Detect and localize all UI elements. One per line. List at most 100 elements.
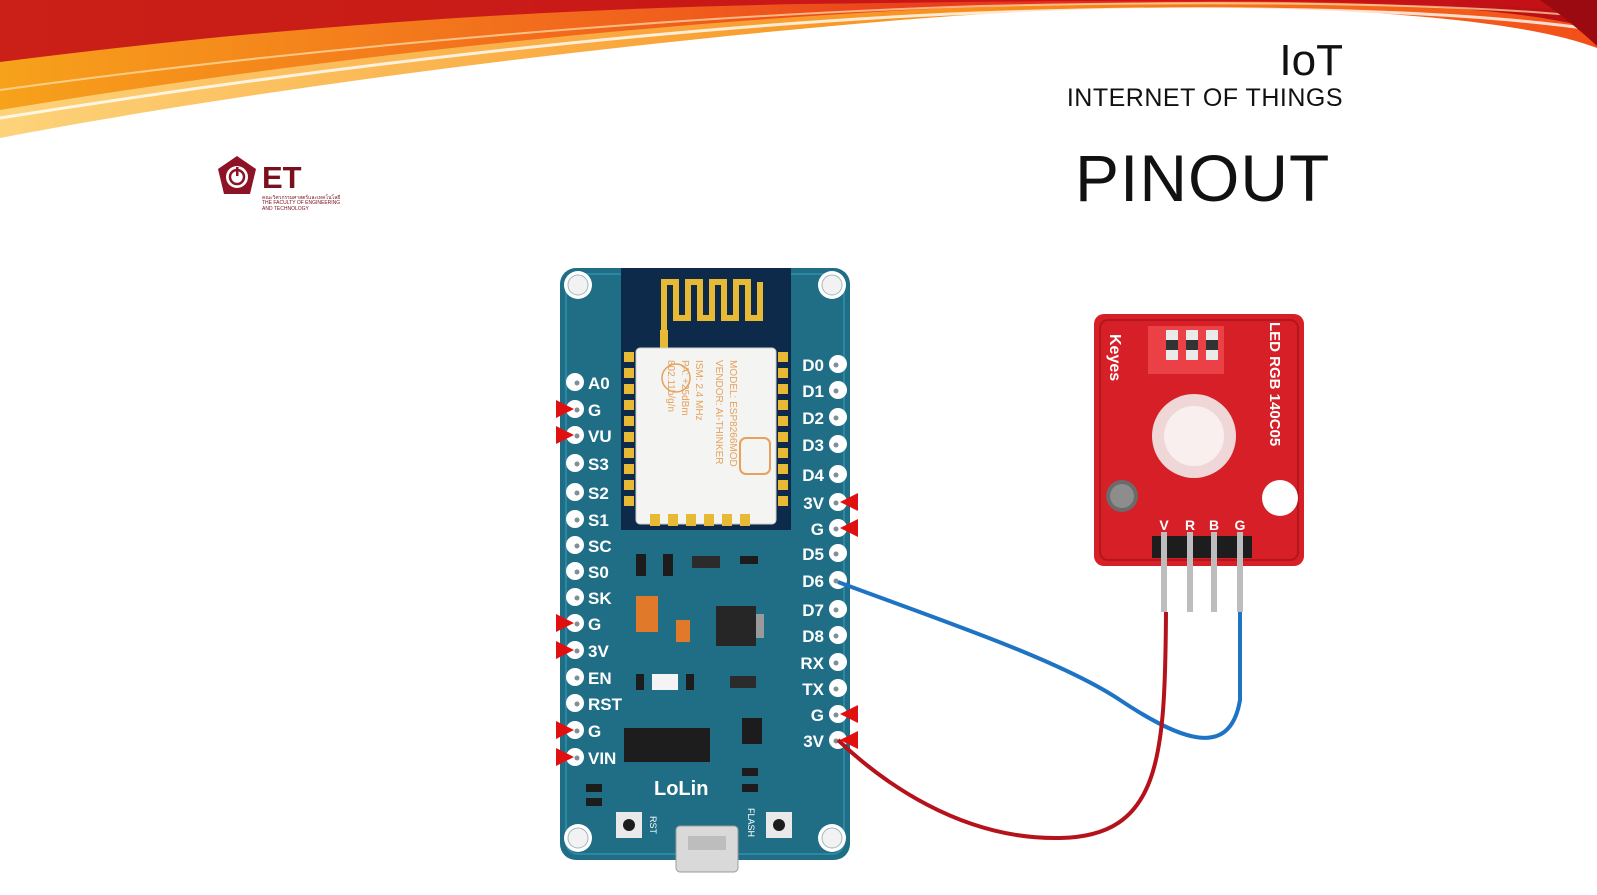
pin-hole	[833, 500, 839, 506]
pin-hole	[833, 633, 839, 639]
header-title: IoT	[1279, 36, 1343, 85]
nodemcu-board: MODEL: ESP8266MOD VENDOR: AI-THINKER ISM…	[556, 268, 858, 873]
right-pin: D1	[802, 381, 847, 401]
left-pin: S1	[566, 510, 609, 530]
pin-hole	[574, 675, 580, 681]
pin-marker-arrow	[556, 641, 574, 659]
pin-hole	[574, 648, 580, 654]
module-hole	[1262, 480, 1298, 516]
right-pin-label: 3V	[803, 732, 824, 751]
pin-hole	[574, 755, 580, 761]
pin-hole	[833, 660, 839, 666]
module-text-line: ISM: 2.4 MHz	[693, 360, 704, 421]
left-pin: RST	[566, 694, 623, 714]
pin-hole	[833, 712, 839, 718]
pin-hole	[574, 569, 580, 575]
logo-thai-line: คณะวิศวกรรมศาสตร์และเทคโนโลยี	[262, 195, 341, 201]
faculty-logo: ET คณะวิศวกรรมศาสตร์และเทคโนโลยี THE FAC…	[215, 152, 350, 218]
left-pin-label: S3	[588, 455, 609, 474]
led-pin-label: G	[1235, 517, 1246, 533]
logo-mark: ET	[262, 160, 302, 195]
led-pin-label: B	[1209, 517, 1219, 533]
left-pin-label: A0	[588, 374, 610, 393]
led-pin-label: V	[1159, 517, 1169, 533]
right-pin-label: D4	[802, 466, 824, 485]
pin-marker-arrow	[840, 705, 858, 723]
led-header-pin: V	[1159, 517, 1169, 612]
wire-3v-to-v	[836, 611, 1168, 841]
right-pin: D4	[802, 465, 847, 485]
left-pin: G	[556, 400, 601, 420]
right-pin: 3V	[803, 493, 858, 513]
left-pin-label: 3V	[588, 642, 609, 661]
faculty-emblem-icon	[218, 156, 256, 194]
board-brand-label: LoLin	[654, 778, 708, 800]
header-title-block: IoT INTERNET OF THINGS	[1067, 36, 1343, 113]
pin-hole	[833, 472, 839, 478]
left-pin: G	[556, 614, 601, 634]
left-pin: S3	[566, 454, 609, 474]
right-pin: D6	[802, 571, 847, 591]
board-components	[586, 554, 764, 806]
flash-label: FLASH	[746, 808, 756, 837]
pin-hole	[833, 738, 839, 744]
left-pin-label: SC	[588, 537, 612, 556]
module-shield	[635, 347, 777, 525]
right-pin: TX	[802, 679, 847, 699]
pin-hole	[574, 621, 580, 627]
module-text-line: PA: +25dBm	[679, 360, 690, 416]
right-pin-label: D3	[802, 436, 824, 455]
left-pin-label: SK	[588, 589, 612, 608]
right-pin: D0	[802, 355, 847, 375]
led-header-pin: G	[1235, 517, 1246, 612]
right-pin-label: D0	[802, 356, 824, 375]
pin-hole	[833, 388, 839, 394]
right-pin: D3	[802, 435, 847, 455]
left-pin: S0	[566, 562, 609, 582]
rst-button-cap	[623, 819, 635, 831]
pin-hole	[574, 407, 580, 413]
left-pin: S2	[566, 483, 609, 503]
wifi-logo-icon	[739, 437, 771, 475]
pin-marker-arrow	[840, 731, 858, 749]
left-pin: SC	[566, 536, 612, 556]
right-pin-label: D5	[802, 545, 824, 564]
right-pin-label: 3V	[803, 494, 824, 513]
left-pin-label: VIN	[588, 749, 616, 768]
pin-hole	[833, 526, 839, 532]
pin-hole	[833, 442, 839, 448]
right-pin-label: G	[811, 520, 824, 539]
left-pin: SK	[566, 588, 612, 608]
pin-hole	[574, 380, 580, 386]
right-pin-label: D7	[802, 601, 824, 620]
led-model-label: LED RGB 140C05	[1266, 322, 1283, 446]
led-brand-label: Keyes	[1106, 334, 1123, 381]
left-pin: 3V	[556, 641, 609, 661]
right-pin-label: D8	[802, 627, 824, 646]
pin-hole	[574, 490, 580, 496]
right-pin-label: D1	[802, 382, 824, 401]
led-header-pin: B	[1209, 517, 1219, 612]
left-pin-label: S2	[588, 484, 609, 503]
pin-marker-arrow	[840, 493, 858, 511]
logo-english-line-1: THE FACULTY OF ENGINEERING	[262, 200, 341, 206]
pin-header	[1152, 536, 1252, 558]
right-pin: G	[811, 705, 858, 725]
led-header-pin: R	[1185, 517, 1195, 612]
module-text-line: VENDOR: AI-THINKER	[713, 360, 724, 464]
antenna-trace	[661, 279, 763, 330]
pin-hole	[574, 543, 580, 549]
header-banner	[0, 0, 1597, 138]
pin-hole	[574, 517, 580, 523]
left-pin-label: S0	[588, 563, 609, 582]
module-text-line: 802.11b/g/n	[665, 360, 676, 412]
left-pin-label: G	[588, 401, 601, 420]
pin-marker-arrow	[556, 748, 574, 766]
left-pin-label: RST	[588, 695, 623, 714]
pin-hole	[833, 362, 839, 368]
rst-label: RST	[648, 816, 658, 835]
